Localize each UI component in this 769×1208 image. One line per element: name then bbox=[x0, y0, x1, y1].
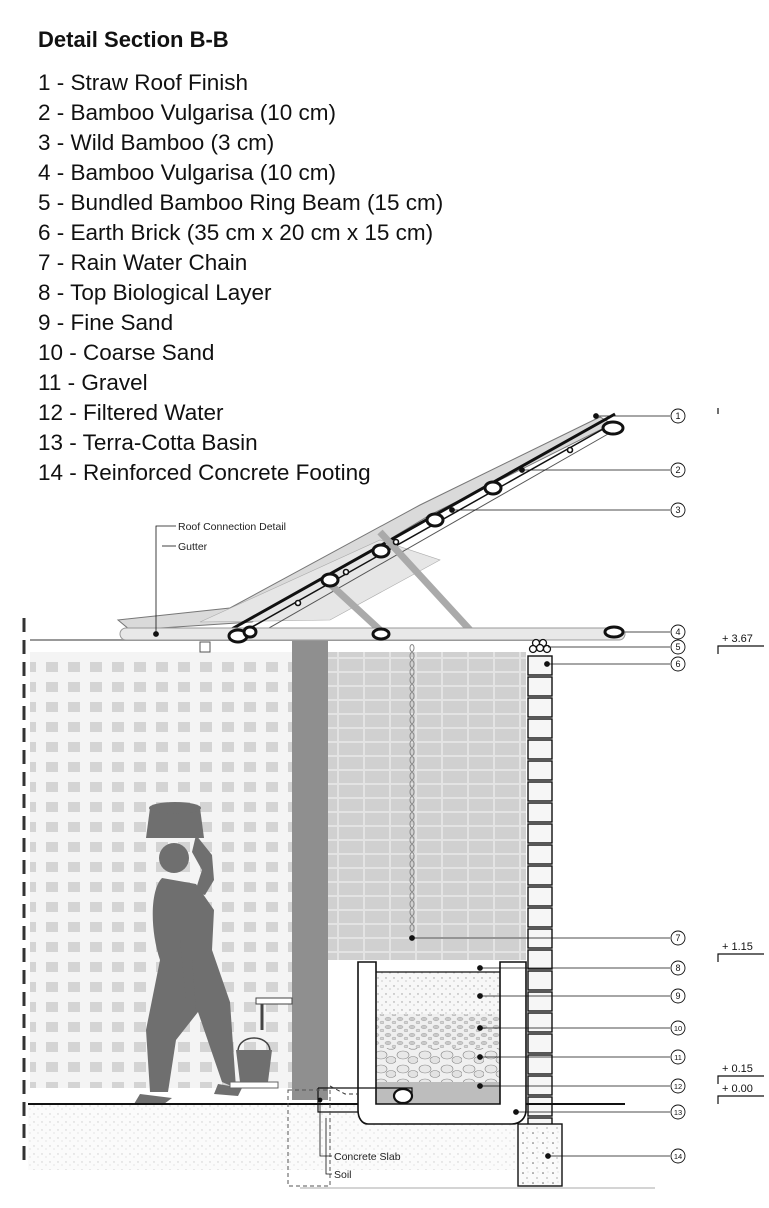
legend-item: 10 - Coarse Sand bbox=[38, 340, 215, 365]
wild-bamboo-brace bbox=[327, 581, 383, 633]
callout-9: 9 bbox=[670, 988, 686, 1004]
roof-batten-line bbox=[235, 423, 613, 637]
brick-wall-background bbox=[328, 652, 526, 960]
svg-text:7: 7 bbox=[675, 933, 680, 943]
svg-text:11: 11 bbox=[674, 1053, 682, 1062]
callout-11: 11 bbox=[670, 1049, 686, 1065]
svg-text:12: 12 bbox=[674, 1082, 682, 1091]
legend-item: 4 - Bamboo Vulgarisa (10 cm) bbox=[38, 160, 337, 185]
roof-connection-label: Roof Connection Detail bbox=[178, 521, 286, 533]
legend-item: 3 - Wild Bamboo (3 cm) bbox=[38, 130, 275, 155]
callout-6: 6 bbox=[670, 656, 686, 672]
roof-batten-line bbox=[229, 412, 616, 632]
gutter-box bbox=[199, 641, 211, 653]
legend-item: 6 - Earth Brick (35 cm x 20 cm x 15 cm) bbox=[38, 220, 434, 245]
legend-item: 8 - Top Biological Layer bbox=[38, 280, 272, 305]
callout-10: 10 bbox=[670, 1020, 686, 1036]
legend-item: 5 - Bundled Bamboo Ring Beam (15 cm) bbox=[38, 190, 444, 215]
rain-water-chain bbox=[409, 644, 415, 932]
callout-2: 2 bbox=[670, 462, 686, 478]
svg-text:10: 10 bbox=[674, 1024, 682, 1033]
svg-text:2: 2 bbox=[675, 465, 680, 475]
leader-lines bbox=[153, 413, 670, 1175]
bamboo-sections bbox=[227, 420, 625, 644]
wild-bamboo-brace bbox=[377, 529, 473, 633]
ring-beam-bundle bbox=[528, 638, 552, 654]
level-label-2: + 1.15 bbox=[722, 941, 753, 953]
svg-text:8: 8 bbox=[675, 963, 680, 973]
svg-text:9: 9 bbox=[675, 991, 680, 1001]
svg-text:13: 13 bbox=[674, 1108, 682, 1117]
drawing-title: Detail Section B-B bbox=[38, 27, 229, 52]
soil-outline bbox=[287, 1089, 331, 1187]
svg-text:1: 1 bbox=[675, 411, 680, 421]
callout-1: 1 bbox=[670, 408, 686, 424]
bucket-and-tap bbox=[229, 997, 293, 1089]
gutter-label: Gutter bbox=[178, 541, 208, 553]
callout-7: 7 bbox=[670, 930, 686, 946]
concrete-footing bbox=[517, 1123, 563, 1187]
callout-14: 14 bbox=[670, 1148, 686, 1164]
legend-item: 2 - Bamboo Vulgarisa (10 cm) bbox=[38, 100, 337, 125]
callout-12: 12 bbox=[670, 1078, 686, 1094]
svg-text:14: 14 bbox=[674, 1152, 682, 1161]
woman-silhouette bbox=[134, 802, 242, 1104]
concrete-slab-label: Concrete Slab bbox=[334, 1151, 401, 1163]
legend-item: 7 - Rain Water Chain bbox=[38, 250, 248, 275]
callout-13: 13 bbox=[670, 1104, 686, 1120]
earth-brick-pier bbox=[527, 655, 553, 1138]
level-label-1: + 3.67 bbox=[722, 633, 753, 645]
svg-text:6: 6 bbox=[675, 659, 680, 669]
legend-list: 1 - Straw Roof Finish 2 - Bamboo Vulgaris… bbox=[38, 68, 443, 488]
legend-item: 12 - Filtered Water bbox=[38, 400, 224, 425]
svg-text:3: 3 bbox=[675, 505, 680, 515]
concrete-column bbox=[292, 640, 328, 1100]
callout-3: 3 bbox=[670, 502, 686, 518]
callout-5: 5 bbox=[670, 639, 686, 655]
callout-8: 8 bbox=[670, 960, 686, 976]
svg-text:5: 5 bbox=[675, 642, 680, 652]
legend-item: 1 - Straw Roof Finish bbox=[38, 70, 249, 95]
bamboo-small-sections bbox=[294, 446, 574, 607]
roof-rafter-line bbox=[247, 429, 616, 641]
level-label-3: + 0.15 bbox=[722, 1063, 753, 1075]
legend-item: 11 - Gravel bbox=[38, 370, 148, 395]
level-markers bbox=[717, 408, 764, 1104]
callout-4: 4 bbox=[670, 624, 686, 640]
level-label-4: + 0.00 bbox=[722, 1083, 753, 1095]
legend-item: 14 - Reinforced Concrete Footing bbox=[38, 460, 371, 485]
soil-label: Soil bbox=[334, 1169, 352, 1181]
cistern bbox=[317, 961, 527, 1125]
legend-item: 13 - Terra-Cotta Basin bbox=[38, 430, 258, 455]
legend-item: 9 - Fine Sand bbox=[38, 310, 174, 335]
svg-text:4: 4 bbox=[675, 627, 680, 637]
